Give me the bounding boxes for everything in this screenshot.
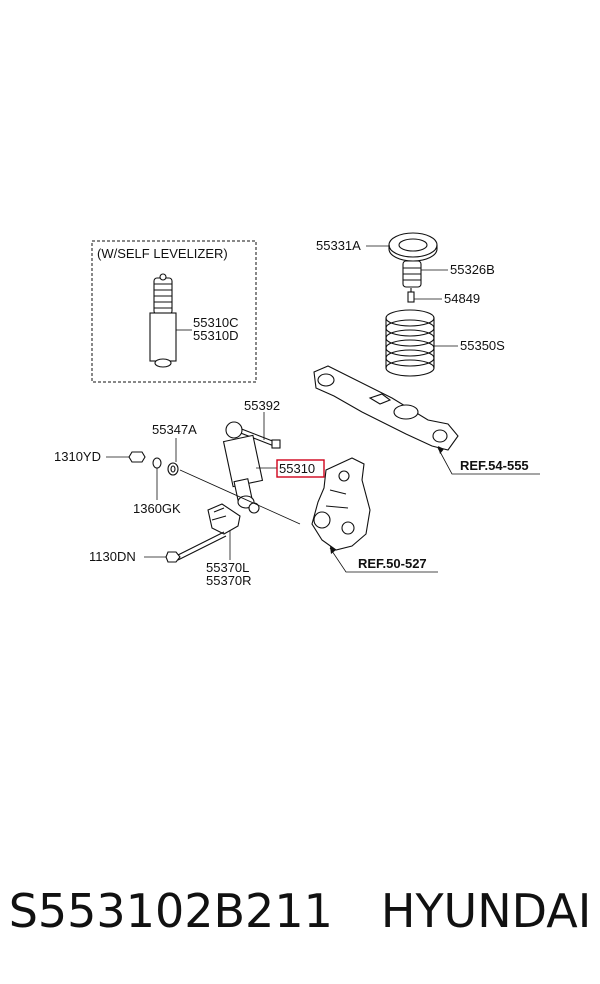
part-number: S553102B211 (8, 884, 333, 938)
shock-upper-bolt (237, 427, 281, 449)
label-55370R: 55370R (206, 573, 252, 588)
washer-55347A (167, 462, 179, 476)
self-levelizer-box (91, 240, 257, 383)
arrow-ref-50-527 (330, 546, 336, 554)
label-55331A: 55331A (316, 238, 361, 253)
steering-knuckle (311, 457, 371, 551)
footer-caption: S553102B211 HYUNDAI (0, 876, 600, 946)
leader-ref-54-555 (437, 447, 540, 475)
brand-name: HYUNDAI (380, 884, 592, 938)
label-54849: 54849 (444, 291, 480, 306)
self-levelizer-note: (W/SELF LEVELIZER) (97, 246, 228, 261)
label-55392: 55392 (244, 398, 280, 413)
label-55370L: 55370L (206, 560, 249, 575)
lower-control-arm (313, 365, 459, 451)
highlight-box-55310 (276, 459, 325, 478)
small-bolt (407, 288, 415, 303)
shock-absorber (222, 421, 264, 514)
label-55310: 55310 (279, 461, 315, 476)
label-55347A: 55347A (152, 422, 197, 437)
label-1310YD: 1310YD (54, 449, 101, 464)
label-55326B: 55326B (450, 262, 495, 277)
coil-spring (385, 309, 435, 377)
bump-stopper (402, 260, 422, 288)
ref-50-527-label: REF.50-527 (358, 556, 427, 571)
mounting-axis-line (179, 469, 301, 525)
spring-upper-seat (388, 232, 438, 262)
label-55350S: 55350S (460, 338, 505, 353)
washer-1360GK (152, 457, 162, 469)
label-55310C: 55310C (193, 315, 239, 330)
label-55310D: 55310D (193, 328, 239, 343)
label-1360GK: 1360GK (133, 501, 181, 516)
nut-1310YD (128, 451, 146, 463)
leader-ref-50-527 (329, 547, 438, 573)
self-levelizer-shock-absorber (149, 273, 177, 368)
bolt-1130DN (165, 531, 227, 563)
label-1130DN: 1130DN (89, 549, 136, 564)
arrow-ref-54-555 (438, 446, 444, 454)
shock-bracket (207, 503, 241, 535)
ref-54-555-label: REF.54-555 (460, 458, 529, 473)
